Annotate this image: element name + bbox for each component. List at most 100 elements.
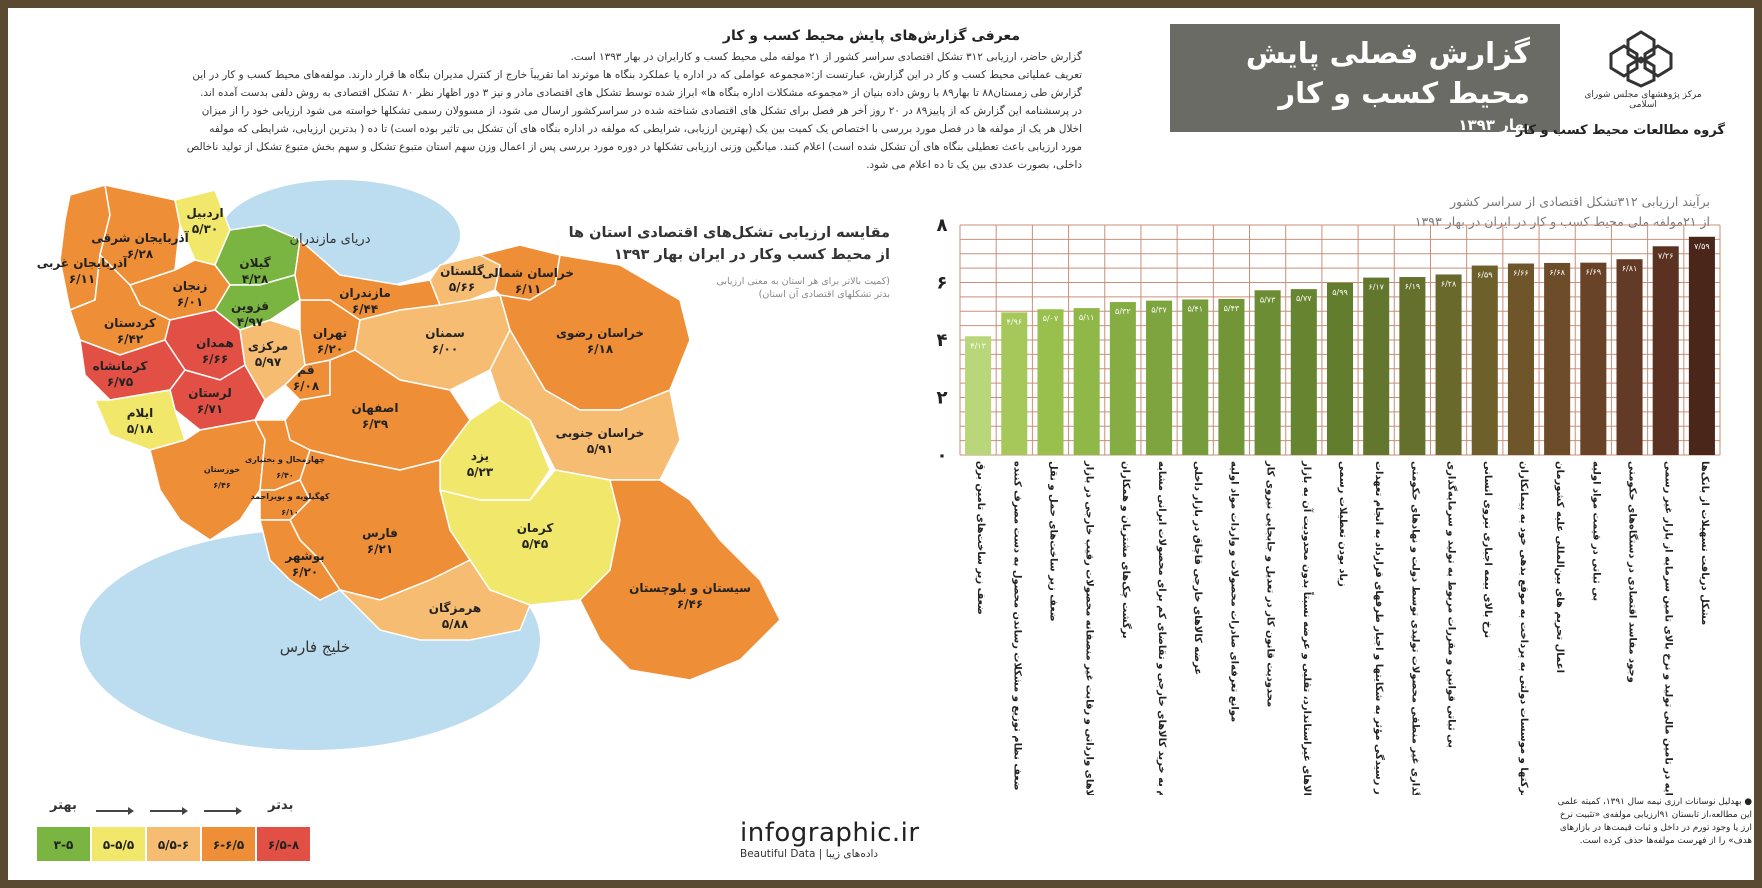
legend-arrow-icon xyxy=(150,807,188,815)
bar xyxy=(1652,246,1679,455)
y-tick-label: ۰ xyxy=(937,445,948,466)
province-value: ۵/۸۸ xyxy=(442,617,469,631)
province-value: ۶/۰۸ xyxy=(293,379,320,393)
legend-arrow-icon xyxy=(204,807,242,815)
province-value: ۶/۴۲ xyxy=(117,332,144,346)
bar-value-label: ۶/۶۶ xyxy=(1513,269,1529,278)
bar xyxy=(1109,302,1136,455)
province-value: ۶/۳۹ xyxy=(362,417,389,431)
category-label: زیاد بودن تعطیلات رسمی xyxy=(1337,461,1348,587)
province-name: اردبیل xyxy=(186,206,223,220)
intro-paragraph-line: در پرسشنامه این گزارش که از پاییز۸۹ در ۲… xyxy=(201,105,1082,117)
category-label: ضعف زیر ساخت‌های حمل و نقل xyxy=(1047,461,1058,622)
bar xyxy=(1254,290,1281,455)
category-label: مشکل دریافت تسهیلات از بانک‌ها xyxy=(1699,461,1710,625)
province-name: کرمانشاه xyxy=(93,359,148,373)
province-name: لرستان xyxy=(188,386,231,400)
bar-value-label: ۵/۴۳ xyxy=(1224,304,1240,313)
category-label: ضعف نظام توزیع و مشکلات رساندن محصول به … xyxy=(1011,461,1022,791)
caspian-sea-label: دریای مازندران xyxy=(289,232,370,247)
province-value: ۶/۲۰ xyxy=(292,565,318,579)
category-label: نرخ بالای بیمه اجباری نیروی انسانی xyxy=(1482,461,1493,638)
bar xyxy=(1073,308,1100,455)
legend-bin: ۵-۵/۵ xyxy=(91,826,146,862)
bar-value-label: ۶/۱۷ xyxy=(1368,283,1384,292)
category-label: تولید کالاهای غیراستاندارد، تقلبی و عرضه… xyxy=(1301,460,1315,795)
province-value: ۵/۱۸ xyxy=(127,422,154,436)
bar-value-label: ۶/۶۹ xyxy=(1586,268,1602,277)
province-name: گیلان xyxy=(239,256,270,270)
parliament-research-center-logo-icon xyxy=(1609,30,1673,88)
province-name: هرمزگان xyxy=(429,601,481,615)
map-title-line1: مقایسه ارزیابی تشکل‌های اقتصادی استان ها xyxy=(568,225,890,241)
bar-value-label: ۶/۵۹ xyxy=(1477,271,1493,280)
province-region xyxy=(579,479,781,681)
bar xyxy=(1146,300,1173,455)
province-name: قم xyxy=(297,363,314,377)
map-note: (کمیت بالاتر برای هر استان به معنی ارزیا… xyxy=(640,275,890,301)
bar xyxy=(1326,282,1354,455)
brand-logo: infographic.ir xyxy=(740,818,920,848)
intro-title: معرفی گزارش‌های پایش محیط کسب و کار xyxy=(722,28,1020,44)
bar xyxy=(1688,236,1715,455)
map-title-line2: از محیط کسب وکار در ایران بهار ۱۳۹۳ xyxy=(613,247,890,263)
province-value: ۵/۴۵ xyxy=(522,537,548,551)
province-value: ۶/۷۵ xyxy=(107,375,133,389)
bar-value-label: ۶/۲۸ xyxy=(1441,279,1457,288)
province-value: ۵/۹۱ xyxy=(587,442,613,456)
province-value: ۵/۲۳ xyxy=(467,465,494,479)
chart-subtitle-line1: برآیند ارزیابی ۳۱۲تشکل اقتصادی از سراسر … xyxy=(1450,194,1710,209)
province-name: فارس xyxy=(362,526,398,540)
category-label: ضعف زیر ساخت‌های تامین برق xyxy=(975,461,986,615)
category-label: عرضه پایین کالاهای وارداتی و رقابت غیر م… xyxy=(1084,460,1095,795)
bar-value-label: ۵/۳۷ xyxy=(1151,306,1167,315)
province-name: چهارمحال و بختیاری xyxy=(245,455,325,464)
province-name: سیستان و بلوچستان xyxy=(629,581,751,596)
bar-value-label: ۵/۹۹ xyxy=(1332,288,1348,297)
province-value: ۵/۳۰ xyxy=(192,222,218,236)
y-tick-label: ۲ xyxy=(937,388,948,409)
province-name: بوشهر xyxy=(284,549,324,564)
intro-paragraph-line: گزارش حاضر، ارزیابی ۳۱۲ تشکل اقتصادی سرا… xyxy=(570,51,1082,63)
category-label: موانع تعرفه‌ای صادرات محصولات و واردات م… xyxy=(1228,461,1239,722)
category-label: بی تعهدی شرکتها و موسسات دولتی به پرداخت… xyxy=(1518,461,1529,795)
legend-arrow-icon xyxy=(96,807,134,815)
bar-value-label: ۵/۷۷ xyxy=(1296,294,1312,303)
intro-paragraph-line: مورد ارزیابی باعث تعطیلی بنگاه های آن تش… xyxy=(186,141,1082,153)
footnote-line: ارز یا وجود تورم در داخل و ثبات قیمت‌ها … xyxy=(1559,823,1752,833)
bar-value-label: ۵/۰۷ xyxy=(1043,314,1059,323)
bar xyxy=(1544,262,1571,455)
legend-bin: ۶/۵-۸ xyxy=(256,826,311,862)
bar xyxy=(1616,259,1643,455)
bar xyxy=(1399,277,1426,455)
intro-paragraph-line: اخلال هر یک از مولفه ها در فصل مورد بررس… xyxy=(209,123,1082,135)
bar-value-label: ۶/۶۸ xyxy=(1549,268,1565,277)
province-name: خراسان جنوبی xyxy=(556,426,645,441)
province-value: ۴/۲۸ xyxy=(242,272,269,286)
footnote-line: ● بهدلیل نوسانات ارزی نیمه سال ۱۳۹۱، کمی… xyxy=(1557,797,1752,807)
province-value: ۶/۰۱ xyxy=(177,295,203,309)
bar xyxy=(1290,289,1317,455)
map-note-line2: بدتر تشکلهای اقتصادی آن استان) xyxy=(758,289,890,300)
category-label: تمایل مردم به خرید کالاهای خارجی و تقاضا… xyxy=(1156,461,1167,795)
province-value: ۶/۲۱ xyxy=(367,542,393,556)
logo-caption: مرکز پژوهشهای مجلس شورای اسلامی xyxy=(1584,90,1702,110)
province-value: ۶/۲۸ xyxy=(127,247,154,261)
province-value: ۶/۴۶ xyxy=(213,481,231,490)
province-name: قزوین xyxy=(231,299,269,314)
y-tick-label: ۸ xyxy=(937,215,948,236)
bar xyxy=(1001,312,1028,455)
province-value: ۶/۷۱ xyxy=(197,402,223,416)
banner-title-line2: محیط کسب و کار xyxy=(1278,76,1530,110)
bar-value-label: ۷/۲۶ xyxy=(1658,251,1674,260)
legend-bin: ۵/۵-۶ xyxy=(146,826,201,862)
bar xyxy=(1471,265,1498,455)
category-label: برگشت چک‌های مشتریان و همکاران xyxy=(1120,461,1133,639)
province-name: تهران xyxy=(313,326,347,340)
bar xyxy=(1435,274,1462,455)
province-value: ۶/۶۶ xyxy=(202,352,228,366)
province-name: خراسان شمالی xyxy=(482,266,574,280)
province-value: ۶/۰۰ xyxy=(432,342,458,356)
